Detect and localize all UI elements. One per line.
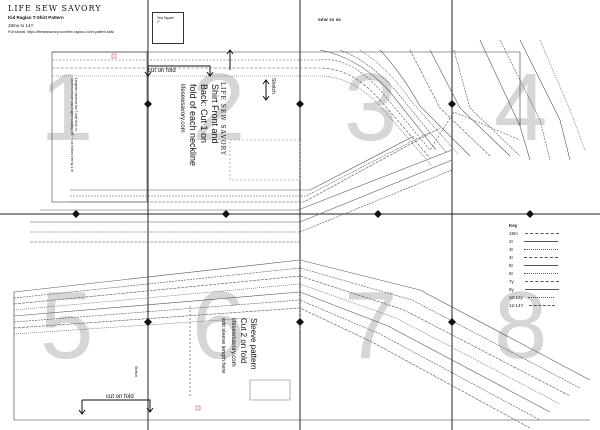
front-stretch-label: Stretch [270,78,276,94]
sleeve-line-2: Cut 2 on fold [239,318,248,364]
page-number-2: 2 [192,54,245,161]
page-number-3: 3 [344,54,397,161]
sleeve-edit-note: edit sleeve length here [220,318,226,374]
page-label: SEW 50 98 [318,17,341,22]
front-line-3: fold of each neckline [188,84,198,167]
key-4t: 4t [509,254,559,262]
tutorial-link[interactable]: Full tutorial: https://lifesewsavory.com… [8,30,115,34]
sleeve-instructions: Sleeve pattern Cut 2 on fold lifesewsavo… [218,318,258,373]
page-number-4: 4 [494,54,547,161]
sleeve-cut-on-fold: cut on fold [106,394,134,400]
front-brand: LIFE SEW SAVORY [219,82,226,156]
key-12-14y: 12-14Y [509,302,559,310]
fold-arrows [78,49,270,415]
front-cut-on-fold: cut on fold [148,68,176,74]
page-number-6: 6 [192,272,245,379]
page-number-7: 7 [344,272,397,379]
size-key: Key 18m 2t 3t 4t 5t 6t 7y 8y 10-12y 12-1… [509,222,560,310]
front-line-2: Back: Cut 1 on [199,84,209,144]
pattern-title: Kid Raglan T-Shirt Pattern [8,15,64,20]
key-10-12y: 10-12y [509,294,559,302]
front-line-1: Shirt Front and [210,84,220,144]
front-instructions: Shirt Front and Back: Cut 1 on fold of e… [176,84,220,166]
key-7y: 7y [509,278,560,286]
page-number-1: 1 [40,54,93,161]
front-lengthen-note: Lengthen shortens the T-shirt here, to s… [70,78,78,172]
key-5t: 5t [509,262,559,270]
sleeve-pattern-lines [13,259,591,429]
key-2t: 2t [509,238,559,246]
key-18m: 18m [509,230,560,238]
front-pattern-lines [30,39,586,243]
key-8y: 8y [509,286,560,294]
key-3t: 3t [509,246,559,254]
registration-marks [72,100,534,326]
test-square: Test Square 2" [152,12,184,44]
brand-logo: LIFE SEW SAVORY [8,4,102,13]
sleeve-site: lifesewsavory.com [230,318,236,367]
sleeve-stretch-note: Stretch [134,366,138,378]
sleeve-line-1: Sleeve pattern [249,318,258,370]
key-title: Key [509,223,518,228]
size-range: 18mo to 14Y [8,23,34,28]
front-site: lifesewsavory.com [179,84,185,133]
test-square-label: Test Square 2" [157,16,175,24]
key-6t: 6t [509,270,559,278]
